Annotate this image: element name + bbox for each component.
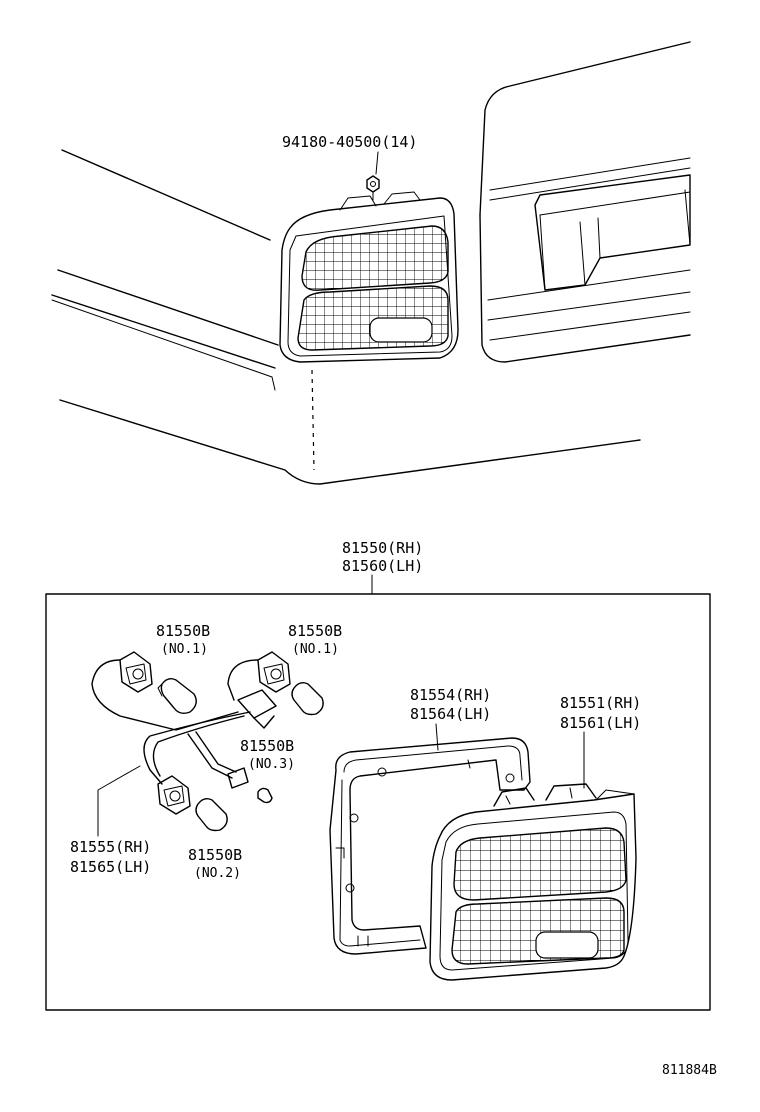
bulb-socket-no2 [157, 775, 191, 815]
lens-label-rh: 81551(RH) [560, 694, 641, 712]
socket-label-lh: 81565(LH) [70, 858, 151, 876]
bulb-no2-sub: (NO.2) [194, 866, 241, 881]
bulb-no2-icon [195, 797, 228, 832]
socket-leader [97, 765, 141, 837]
diagram-code: 811884B [662, 1063, 717, 1078]
bulb-socket-no1-left [119, 651, 153, 693]
bulb-no3-label: 81550B [240, 737, 294, 755]
assembly-frame [45, 593, 711, 1011]
bulb-no1-left-sub: (NO.1) [161, 642, 208, 657]
socket-label-rh: 81555(RH) [70, 838, 151, 856]
nut-leader [375, 151, 379, 175]
tail-lamp-lens [429, 783, 637, 981]
socket-harness [91, 659, 277, 789]
bulb-no3-icon [257, 787, 273, 804]
bulb-no1-right-sub: (NO.1) [292, 642, 339, 657]
bulb-no1-right-label: 81550B [288, 622, 342, 640]
nut-label: 94180-40500(14) [282, 133, 417, 151]
tail-lamp-mounted [279, 191, 459, 363]
assembly-label-lh: 81560(LH) [342, 557, 423, 575]
bulb-socket-no1-right [257, 651, 291, 693]
nut-icon [366, 175, 380, 201]
bulb-no1-left-icon [157, 677, 197, 715]
vehicle-rear-body [51, 41, 691, 485]
bulb-no1-right-icon [291, 681, 324, 716]
bulb-no3-sub: (NO.3) [248, 757, 295, 772]
assembly-label-rh: 81550(RH) [342, 539, 423, 557]
gasket-label-rh: 81554(RH) [410, 686, 491, 704]
bulb-no1-left-label: 81550B [156, 622, 210, 640]
gasket-label-lh: 81564(LH) [410, 705, 491, 723]
lens-label-lh: 81561(LH) [560, 714, 641, 732]
gasket-part [329, 737, 531, 955]
bulb-no2-label: 81550B [188, 846, 242, 864]
gasket-leader [435, 723, 439, 751]
